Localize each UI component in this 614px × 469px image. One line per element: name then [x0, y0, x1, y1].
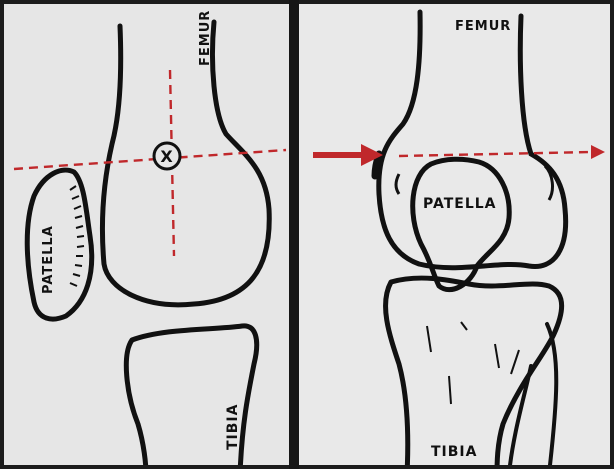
center-mark-text: X [160, 147, 173, 166]
panel-divider [289, 0, 299, 469]
entry-arrow-shaft [313, 152, 365, 158]
tibia-label: TIBIA [431, 444, 477, 460]
patella-label: PATELLA [41, 225, 56, 294]
guide-arrowhead [591, 145, 605, 159]
horizontal-guide-line [14, 150, 286, 169]
patella-cartilage [70, 186, 84, 286]
femur-outline [102, 22, 269, 305]
patella-label: PATELLA [423, 196, 497, 212]
tibia-texture [427, 322, 519, 404]
horizontal-guide-line [399, 152, 591, 156]
left-panel: X FEMUR PATELLA TIBIA [4, 4, 289, 465]
tibia-outline [386, 278, 562, 465]
femur-label: FEMUR [198, 10, 213, 66]
patella-outline [27, 170, 92, 319]
tibia-label: TIBIA [225, 404, 241, 450]
left-drawing: X FEMUR PATELLA TIBIA [4, 4, 289, 465]
right-panel: FEMUR PATELLA TIBIA [299, 4, 610, 465]
patella-outline [413, 159, 510, 289]
femur-label: FEMUR [455, 19, 511, 34]
femur-outline [379, 12, 566, 268]
right-drawing: FEMUR PATELLA TIBIA [299, 4, 610, 465]
